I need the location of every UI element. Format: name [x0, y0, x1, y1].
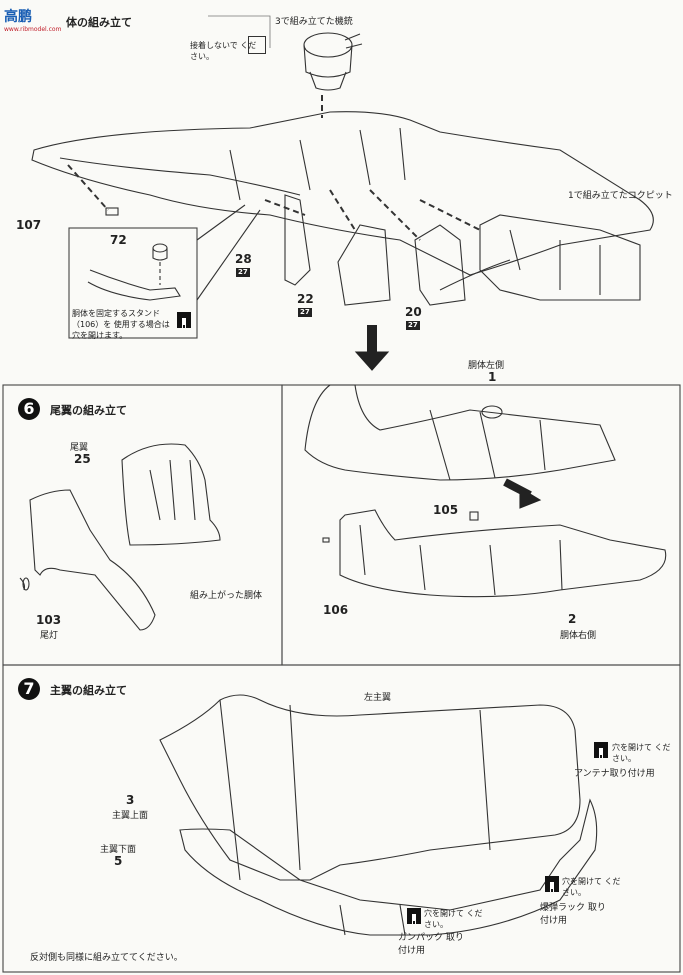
step5-title: 体の組み立て	[66, 16, 132, 29]
part-28-ref: 27	[236, 268, 250, 277]
gunpack-drill-icon	[407, 908, 421, 924]
antenna-drill-note: 穴を開けて ください。	[612, 743, 671, 763]
lower-wing-label: 主翼下面	[100, 845, 137, 855]
tail-label: 尾翼	[70, 443, 89, 453]
antenna-drill-icon	[594, 742, 608, 758]
assembled-fuselage-label: 組み上がった胴体	[190, 591, 263, 601]
bomb-rack-label: 爆弾ラック 取り付け用	[540, 903, 606, 926]
lower-wing-num: 5	[114, 854, 123, 868]
upper-wing-num: 3	[126, 793, 135, 807]
step7-badge: 7	[18, 678, 40, 700]
part-22-ref: 27	[298, 308, 312, 317]
drill-icon	[177, 312, 191, 328]
antenna-label: アンテナ取り付け用	[574, 769, 655, 779]
gunpack-drill-note: 穴を開けて ください。	[424, 909, 483, 929]
tail-part-25: 25	[74, 452, 91, 466]
site-logo: 高鹏 www.ribmodel.com	[4, 6, 61, 33]
part-72: 72	[110, 233, 127, 247]
part-105: 105	[433, 503, 459, 517]
cockpit-label: 1で組み立てたコクピット	[568, 191, 673, 201]
fuselage-right-num: 2	[568, 612, 577, 626]
gun-label: 3で組み立てた機銃	[275, 17, 353, 27]
part-28: 28	[235, 252, 252, 266]
gunpack-label: ガンパック 取り付け用	[398, 933, 464, 956]
no-glue-icon	[248, 36, 266, 54]
fuselage-left-label: 胴体左側	[468, 361, 505, 371]
fuselage-left-num: 1	[488, 370, 497, 384]
part-107: 107	[16, 218, 42, 232]
step6-title: 尾翼の組み立て	[50, 404, 127, 417]
upper-wing-label: 主翼上面	[112, 811, 149, 821]
step6-badge: 6	[18, 398, 40, 420]
step7-title: 主翼の組み立て	[50, 684, 127, 697]
footer-note: 反対側も同様に組み立ててください。	[30, 953, 183, 963]
fuselage-right-label: 胴体右側	[560, 631, 597, 641]
logo-url: www.ribmodel.com	[4, 26, 62, 33]
part-20: 20	[405, 305, 422, 319]
stand-note: 胴体を固定するスタンド（106）を 使用する場合は穴を開けます。	[72, 309, 170, 340]
bomb-drill-note: 穴を開けて ください。	[562, 877, 621, 897]
logo-text: 高鹏	[4, 9, 32, 25]
tail-light-103: 103	[36, 613, 62, 627]
part-22: 22	[297, 292, 314, 306]
no-glue-note: 接着しないで ください。	[190, 41, 257, 61]
part-20-ref: 27	[406, 321, 420, 330]
tail-light-label: 尾灯	[40, 631, 59, 641]
part-106: 106	[323, 603, 349, 617]
left-wing-label: 左主翼	[364, 693, 392, 703]
bomb-drill-icon	[545, 876, 559, 892]
